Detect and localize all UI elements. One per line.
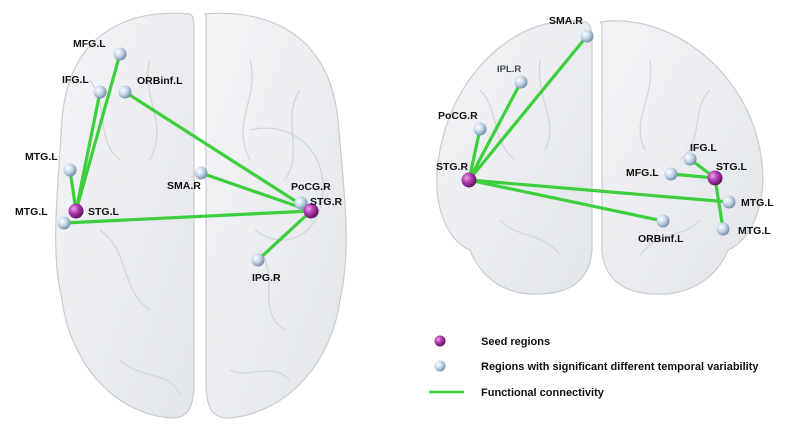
- coronal-node-label-sma-r: SMA.R: [549, 15, 583, 27]
- coronal-node-label-mtg-l-b: MTG.L: [738, 225, 771, 237]
- axial-node-label-mfg-l: MFG.L: [73, 38, 106, 50]
- axial-node-label-mtg-l-a: MTG.L: [25, 151, 58, 163]
- legend: Seed regions Regions with significant di…: [429, 335, 759, 399]
- coronal-node-label-stg-r: STG.R: [436, 161, 469, 173]
- axial-connection-stg-l-ifg-l: [74, 90, 102, 213]
- axial-node-label-mtg-l-b: MTG.L: [15, 206, 48, 218]
- coronal-connections: [467, 34, 731, 231]
- axial-connection-ipg-r-stg-r: [256, 209, 313, 262]
- axial-seed-node-stg-r: [303, 203, 319, 219]
- axial-node-label-orbinf-l: ORBinf.L: [137, 75, 183, 87]
- axial-node-label-stg-l: STG.L: [88, 206, 120, 218]
- legend-seed-label: Seed regions: [481, 336, 550, 348]
- axial-region-node-sma-r: [194, 166, 208, 180]
- axial-node-label-sma-r: SMA.R: [167, 180, 201, 192]
- coronal-seed-node-stg-r: [461, 172, 477, 188]
- axial-region-node-orbinf-l: [118, 85, 132, 99]
- coronal-connection-stg-r-sma-r: [467, 34, 589, 182]
- coronal-region-node-mtg-l-a: [722, 195, 736, 209]
- axial-connection-orbinf-l-stg-r: [123, 90, 313, 213]
- coronal-connection-stg-r-ipl-r: [467, 80, 523, 182]
- coronal-node-label-ipl-r: IPL.R: [497, 64, 521, 75]
- axial-region-node-ipg-r: [251, 253, 265, 267]
- coronal-region-node-mfg-l: [664, 167, 678, 181]
- axial-region-node-mtg-l-b: [57, 216, 71, 230]
- axial-node-label-ipg-r: IPG.R: [252, 272, 281, 284]
- legend-region-marker: [434, 360, 446, 372]
- coronal-seed-node-stg-l: [707, 170, 723, 186]
- coronal-connection-stg-r-orbinf-l: [467, 178, 665, 223]
- axial-connection-mtg-l-b-stg-r: [62, 209, 313, 225]
- axial-node-label-stg-r: STG.R: [310, 196, 343, 208]
- axial-region-node-mtg-l-a: [63, 163, 77, 177]
- coronal-nodes: SMA.R IPL.R PoCG.R STG.R IFG.L MFG.L STG.L MTG.…: [436, 15, 774, 245]
- legend-seed-marker: [434, 335, 446, 347]
- axial-region-node-ifg-l: [93, 85, 107, 99]
- coronal-node-label-stg-l: STG.L: [716, 161, 748, 173]
- axial-region-node-mfg-l: [113, 47, 127, 61]
- coronal-node-label-orbinf-l: ORBinf.L: [638, 233, 684, 245]
- axial-region-node-pocg-r: [294, 196, 308, 210]
- legend-region-label: Regions with significant different tempo…: [481, 361, 759, 373]
- coronal-connection-stg-r-mtg-l-a: [467, 178, 731, 204]
- axial-connection-sma-r-stg-r: [199, 171, 313, 213]
- axial-node-label-ifg-l: IFG.L: [62, 74, 89, 86]
- coronal-connection-stg-r-pocg-r: [467, 127, 482, 182]
- axial-connection-stg-l-mfg-l: [74, 52, 122, 213]
- coronal-connection-stg-l-mtg-l-b: [713, 176, 725, 231]
- axial-seed-node-stg-l: [68, 203, 84, 219]
- coronal-region-node-pocg-r: [473, 122, 487, 136]
- coronal-node-label-ifg-l: IFG.L: [690, 142, 717, 154]
- coronal-region-node-sma-r: [580, 29, 594, 43]
- coronal-node-label-mfg-l: MFG.L: [626, 167, 659, 179]
- legend-connection-label: Functional connectivity: [481, 387, 605, 399]
- coronal-region-node-ifg-l: [683, 152, 697, 166]
- coronal-region-node-ipl-r: [514, 75, 528, 89]
- coronal-node-label-pocg-r: PoCG.R: [438, 110, 478, 122]
- coronal-region-node-mtg-l-b: [716, 222, 730, 236]
- axial-node-label-pocg-r: PoCG.R: [291, 181, 331, 193]
- coronal-region-node-orbinf-l: [656, 214, 670, 228]
- coronal-node-label-mtg-l-a: MTG.L: [741, 197, 774, 209]
- axial-nodes: MFG.L IFG.L ORBinf.L MTG.L MTG.L STG.L SMA.R Po…: [15, 38, 343, 284]
- axial-connections: [62, 52, 313, 262]
